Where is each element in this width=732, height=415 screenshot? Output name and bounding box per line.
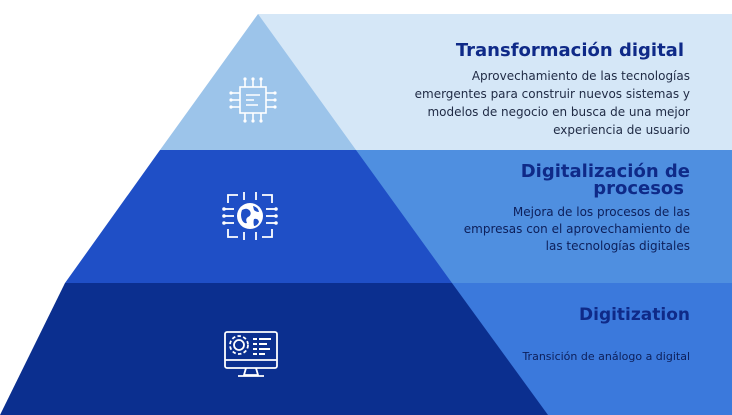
tier-bottom-description: Transición de análogo a digital (522, 350, 690, 363)
pyramid-bottom-tier (0, 283, 548, 415)
tier-bottom-title: Digitization (579, 305, 690, 325)
tier-top-description-line: Aprovechamiento de las tecnologías (471, 69, 690, 83)
tier-middle-description-line: las tecnologías digitales (545, 239, 690, 253)
tier-top-description-line: emergentes para construir nuevos sistema… (414, 87, 690, 101)
tier-middle-description-line: Mejora de los procesos de las (512, 205, 690, 219)
pyramid-top-tier (160, 14, 356, 150)
circuit-chip-icon (229, 77, 277, 123)
tier-top-title: Transformación digital (455, 40, 684, 61)
tier-middle-title: Digitalización de procesos (430, 161, 690, 199)
tier-top-description: Aprovechamiento de las tecnologías emerg… (350, 67, 690, 139)
tier-top-description-line: modelos de negocio en busca de una mejor (427, 105, 690, 119)
tier-middle-title-line: Digitalización de (520, 161, 690, 182)
tier-middle-description-line: empresas con el aprovechamiento de (463, 222, 690, 236)
computer-gear-icon (224, 331, 278, 377)
tier-middle-title-line: procesos (593, 178, 684, 199)
tier-top-description-line: experiencia de usuario (553, 123, 690, 137)
globe-network-icon (222, 192, 278, 240)
tier-middle-description: Mejora de los procesos de las empresas c… (370, 204, 690, 255)
